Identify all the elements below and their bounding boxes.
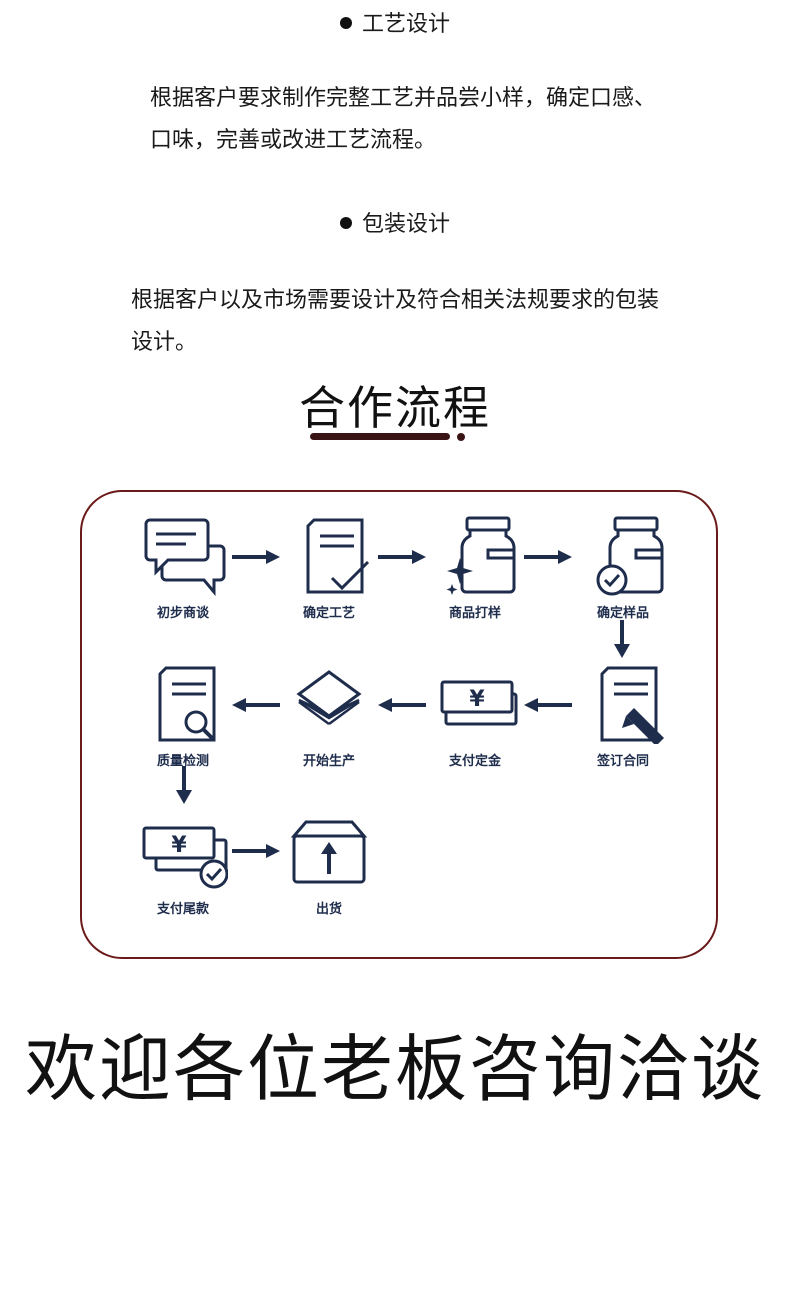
craft-design-heading: 工艺设计 — [0, 6, 790, 38]
step-shipping: 出货 — [274, 812, 384, 917]
bottle-sparkle-icon — [446, 516, 516, 595]
banknote-check-icon: ¥ — [142, 826, 228, 889]
arrow-right-icon — [232, 844, 280, 858]
svg-text:¥: ¥ — [469, 687, 485, 712]
arrow-down-icon — [614, 620, 630, 658]
arrow-left-icon — [378, 698, 426, 712]
step-pay-balance: ¥ 支付尾款 — [128, 812, 238, 917]
step-confirm-craft: 确定工艺 — [274, 516, 384, 621]
step-initial-talk: 初步商谈 — [128, 516, 238, 621]
process-title: 合作流程 — [299, 381, 491, 435]
svg-text:¥: ¥ — [171, 833, 187, 858]
step-start-production: 开始生产 — [274, 664, 384, 769]
step-label: 签订合同 — [596, 754, 649, 769]
step-sample-making: 商品打样 — [420, 516, 530, 621]
banknote-yen-icon: ¥ — [440, 680, 518, 726]
arrow-left-icon — [524, 698, 572, 712]
document-search-icon — [158, 666, 216, 742]
box-upload-icon — [290, 820, 368, 884]
bottle-check-icon — [596, 516, 664, 596]
arrow-right-icon — [232, 550, 280, 564]
step-label: 商品打样 — [448, 606, 501, 621]
step-label: 支付尾款 — [156, 902, 209, 917]
step-confirm-sample: 确定样品 — [568, 516, 678, 621]
step-quality-check: 质量检测 — [128, 664, 238, 769]
bullet-dot-icon — [339, 217, 352, 229]
step-label: 确定样品 — [596, 606, 649, 621]
document-pen-icon — [600, 666, 664, 744]
step-label: 确定工艺 — [302, 606, 355, 621]
bullet-dot-icon — [339, 17, 352, 29]
welcome-slogan: 欢迎各位老板咨询洽谈 — [24, 1027, 765, 1111]
document-check-icon — [306, 518, 370, 594]
step-label: 出货 — [315, 902, 342, 917]
step-label: 支付定金 — [448, 754, 501, 769]
package-design-text: 根据客户以及市场需要设计及符合相关法规要求的包装 设计。 — [131, 288, 660, 355]
step-sign-contract: 签订合同 — [568, 664, 678, 769]
title-underline — [310, 433, 450, 440]
craft-design-text: 根据客户要求制作完整工艺并品尝小样，确定口感、 口味，完善或改进工艺流程。 — [150, 86, 657, 153]
step-pay-deposit: ¥ 支付定金 — [420, 664, 530, 769]
arrow-right-icon — [524, 550, 572, 564]
step-label: 开始生产 — [302, 754, 355, 769]
process-frame — [80, 490, 718, 959]
arrow-down-icon — [176, 766, 192, 804]
arrow-right-icon — [378, 550, 426, 564]
step-label: 质量检测 — [156, 754, 209, 769]
package-design-heading: 包装设计 — [0, 206, 790, 238]
chat-bubbles-icon — [144, 518, 226, 596]
arrow-left-icon — [232, 698, 280, 712]
step-label: 初步商谈 — [156, 606, 209, 621]
stacked-layers-icon — [296, 670, 362, 726]
title-underline-dot — [457, 433, 465, 441]
